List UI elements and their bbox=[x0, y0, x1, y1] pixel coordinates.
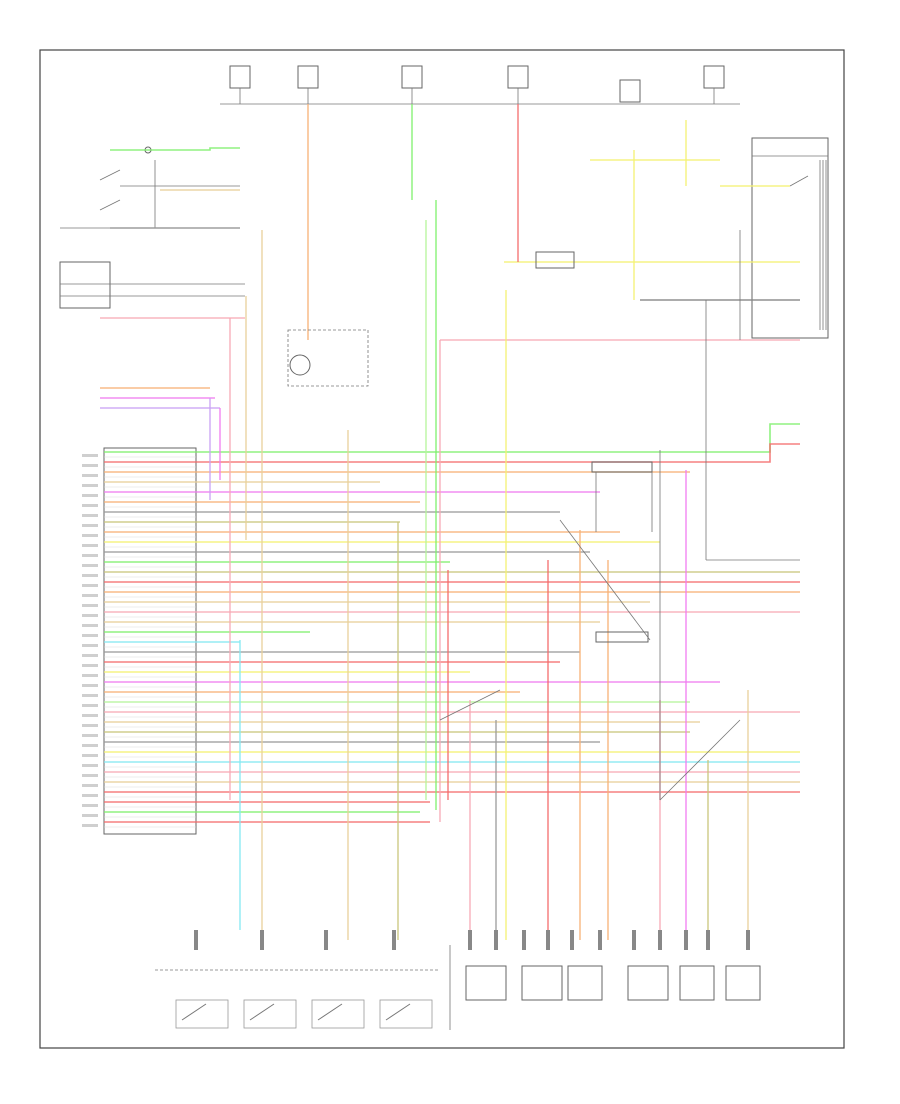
power-bus bbox=[220, 65, 740, 105]
range-switch-1 bbox=[175, 999, 229, 1029]
fuse-3 bbox=[401, 65, 423, 89]
pigtail-connector bbox=[684, 930, 688, 950]
pigtail-connector bbox=[570, 930, 574, 950]
pcm-pin-label bbox=[82, 804, 98, 807]
fuse-1 bbox=[229, 65, 251, 89]
pcm-pin-label bbox=[82, 584, 98, 587]
pcm-pin-label bbox=[82, 494, 98, 497]
pcm-pin-label bbox=[82, 484, 98, 487]
pcm-pin-label bbox=[82, 774, 98, 777]
pcm-pin-label bbox=[82, 644, 98, 647]
sensor-connector bbox=[591, 461, 653, 473]
shift-solenoid-2 bbox=[679, 965, 715, 1001]
pcm-pin-label bbox=[82, 714, 98, 717]
fuse-5 bbox=[619, 79, 641, 103]
pcm-pin-label bbox=[82, 724, 98, 727]
pcm-pin-label bbox=[82, 604, 98, 607]
pcm-pin-label bbox=[82, 594, 98, 597]
pigtail-connector bbox=[598, 930, 602, 950]
pcm-pin-label bbox=[82, 534, 98, 537]
wire-green bbox=[110, 147, 240, 151]
pigtail-connector bbox=[324, 930, 328, 950]
pigtail-connector bbox=[194, 930, 198, 950]
pcm-pin-label bbox=[82, 784, 98, 787]
vertical-wires bbox=[194, 104, 750, 950]
fuse-4 bbox=[507, 65, 529, 89]
pcm-pin-label bbox=[82, 564, 98, 567]
pigtail-connector bbox=[706, 930, 710, 950]
output-shaft-sensor bbox=[595, 631, 649, 643]
pcm-pin-label bbox=[82, 504, 98, 507]
pigtail-connector bbox=[658, 930, 662, 950]
coast-clutch-solenoid bbox=[725, 965, 761, 1001]
pigtail-connector bbox=[546, 930, 550, 950]
wire-red bbox=[104, 443, 800, 463]
pcm-pin-label bbox=[82, 624, 98, 627]
pcm-pin-label bbox=[82, 684, 98, 687]
range-sensor-switches bbox=[175, 999, 433, 1029]
range-switch-2 bbox=[243, 999, 297, 1029]
pcm-pin-label bbox=[82, 744, 98, 747]
range-switch-contact bbox=[249, 1003, 275, 1021]
pcm-pin-label bbox=[82, 634, 98, 637]
bottom-components bbox=[155, 945, 761, 1030]
wire-harness bbox=[100, 147, 800, 823]
pcm-pin-label bbox=[82, 454, 98, 457]
pigtail-connector bbox=[468, 930, 472, 950]
pcm-pin-label bbox=[82, 764, 98, 767]
pigtail-connector bbox=[392, 930, 396, 950]
pcm-pin-label bbox=[82, 814, 98, 817]
pcm-pin-label bbox=[82, 514, 98, 517]
fuse-6 bbox=[703, 65, 725, 89]
pcm-pin-label bbox=[82, 464, 98, 467]
pcm-pin-label bbox=[82, 734, 98, 737]
pcm-pin-rows bbox=[82, 454, 196, 828]
pigtail-connector bbox=[494, 930, 498, 950]
pcm-pin-label bbox=[82, 554, 98, 557]
pigtail-connector bbox=[632, 930, 636, 950]
pcm-pin-label bbox=[82, 474, 98, 477]
range-switch-contact bbox=[181, 1003, 207, 1021]
pcm-pin-label bbox=[82, 674, 98, 677]
brake-switch-box bbox=[59, 261, 111, 309]
pcm-pin-label bbox=[82, 654, 98, 657]
lockout-relay bbox=[535, 251, 575, 269]
pcm-pin-label bbox=[82, 544, 98, 547]
pcm-pin-label bbox=[82, 704, 98, 707]
range-switch-4 bbox=[379, 999, 433, 1029]
pigtail-connector bbox=[746, 930, 750, 950]
range-switch-3 bbox=[311, 999, 365, 1029]
pcm-connector bbox=[82, 447, 197, 835]
torque-converter-solenoid bbox=[627, 965, 669, 1001]
wire-green bbox=[104, 423, 800, 453]
pcm-connector-body bbox=[103, 447, 197, 835]
pigtail-connector bbox=[522, 930, 526, 950]
torque-converter-clutch-relay bbox=[289, 354, 311, 376]
overdrive-switches bbox=[60, 146, 240, 229]
pcm-pin-label bbox=[82, 524, 98, 527]
pcm-pin-label bbox=[82, 794, 98, 797]
internal-components bbox=[287, 230, 800, 801]
pcm-pin-label bbox=[82, 664, 98, 667]
range-switch-contact bbox=[385, 1003, 411, 1021]
pigtail-connector bbox=[260, 930, 264, 950]
pcm-pin-label bbox=[82, 614, 98, 617]
range-switch-contact bbox=[317, 1003, 343, 1021]
diagram-frame bbox=[39, 49, 845, 1049]
electronic-pressure-control-solenoid bbox=[521, 965, 563, 1001]
top-right-module bbox=[751, 137, 829, 339]
trans-fluid-temp-sensor bbox=[465, 965, 507, 1001]
pcm-pin-label bbox=[82, 694, 98, 697]
pcm-pin-label bbox=[82, 754, 98, 757]
shift-solenoid-1 bbox=[567, 965, 603, 1001]
fuse-2 bbox=[297, 65, 319, 89]
pcm-pin-label bbox=[82, 574, 98, 577]
pcm-pin-label bbox=[82, 824, 98, 827]
